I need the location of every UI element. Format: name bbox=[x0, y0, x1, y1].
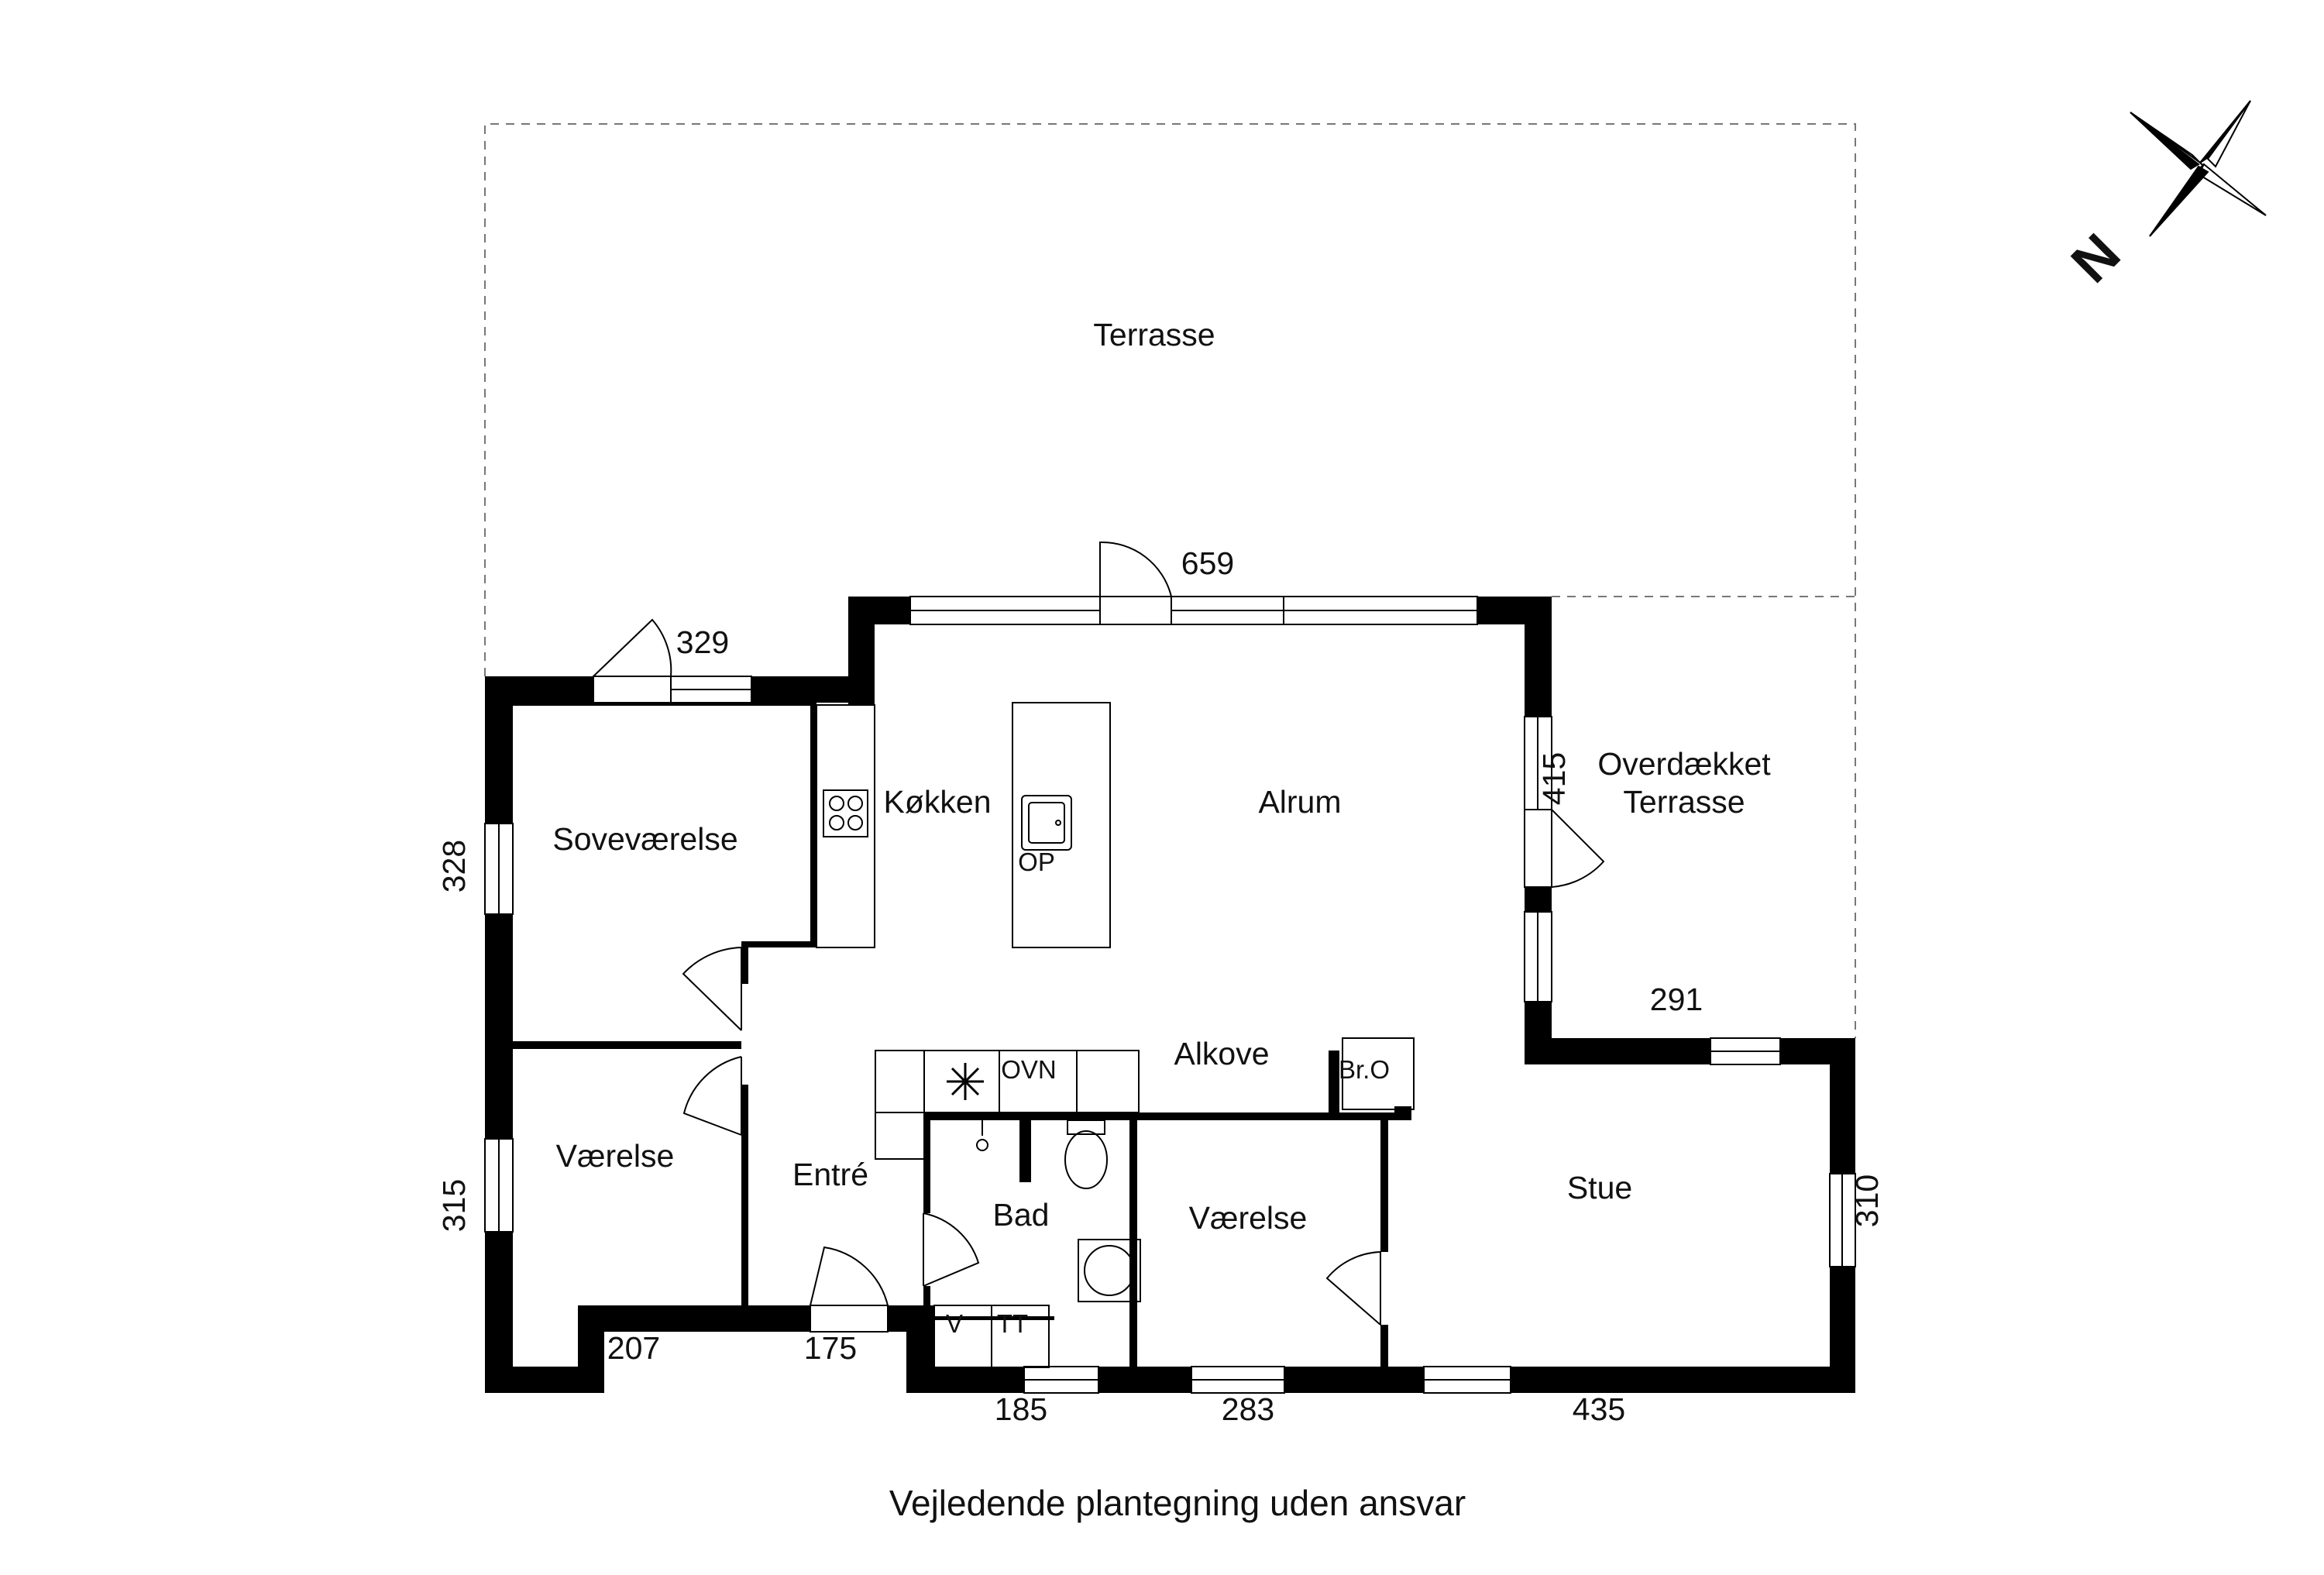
label-stue: Stue bbox=[1567, 1170, 1632, 1205]
label-alkove: Alkove bbox=[1174, 1036, 1269, 1071]
label-sovevaerelse: Soveværelse bbox=[552, 821, 737, 857]
cooktop-icon bbox=[823, 789, 868, 837]
label-boiler: Br.O bbox=[1339, 1055, 1390, 1084]
window bbox=[810, 1305, 889, 1333]
walls bbox=[485, 597, 1855, 1393]
alkove-counter bbox=[875, 1050, 1140, 1113]
shower-drain bbox=[976, 1139, 988, 1151]
dim-south-3: 185 bbox=[995, 1391, 1047, 1427]
dryer bbox=[991, 1305, 1050, 1368]
island-counter bbox=[1012, 702, 1111, 948]
label-vaerelse-south: Værelse bbox=[1189, 1200, 1308, 1236]
dim-top-bedroom: 329 bbox=[676, 624, 729, 660]
toilet-tank bbox=[1067, 1119, 1105, 1135]
label-overdaekket-line2: Terrasse bbox=[1623, 784, 1745, 820]
dim-south-2: 175 bbox=[804, 1330, 857, 1366]
compass-rose bbox=[2130, 100, 2267, 237]
label-entre: Entré bbox=[792, 1157, 868, 1192]
bathroom-fixtures bbox=[933, 1119, 1141, 1368]
dimension-labels: 659 329 415 291 328 315 310 207 175 185 … bbox=[436, 545, 1885, 1427]
dim-west-bedroom: 328 bbox=[436, 840, 472, 892]
dim-west-room: 315 bbox=[436, 1179, 472, 1232]
dim-east-stue: 310 bbox=[1849, 1174, 1885, 1227]
terrace-outline bbox=[484, 123, 1856, 1038]
caption: Vejledende plantegning uden ansvar bbox=[889, 1483, 1466, 1523]
toilet-bowl bbox=[1064, 1130, 1108, 1189]
dim-living-top: 291 bbox=[1650, 982, 1703, 1017]
label-terrasse: Terrasse bbox=[1093, 317, 1215, 352]
doors bbox=[593, 541, 1605, 1326]
dim-south-4: 283 bbox=[1222, 1391, 1274, 1427]
fixture-labels: OP OVN Br.O V TT bbox=[946, 848, 1390, 1338]
washbasin bbox=[1078, 1239, 1141, 1302]
label-koekken: Køkken bbox=[884, 784, 992, 820]
dim-south-1: 207 bbox=[607, 1330, 660, 1366]
boiler bbox=[1342, 1037, 1415, 1110]
compass-north-label: N bbox=[2060, 222, 2132, 294]
windows bbox=[484, 596, 1856, 1394]
sink-icon bbox=[1021, 795, 1072, 851]
room-labels: Terrasse Overdækket Terrasse Soveværelse… bbox=[552, 317, 1771, 1236]
label-alrum: Alrum bbox=[1258, 784, 1341, 820]
kitchen-fixtures bbox=[816, 702, 1415, 1160]
dim-top-main: 659 bbox=[1181, 545, 1234, 581]
label-dryer: TT bbox=[997, 1309, 1028, 1338]
label-oven: OVN bbox=[1001, 1055, 1057, 1084]
label-washer: V bbox=[946, 1309, 963, 1338]
label-overdaekket-line1: Overdækket bbox=[1597, 746, 1771, 782]
label-vaerelse-west: Værelse bbox=[556, 1138, 675, 1174]
dim-south-5: 435 bbox=[1573, 1391, 1625, 1427]
label-island: OP bbox=[1018, 848, 1055, 876]
label-bad: Bad bbox=[993, 1197, 1050, 1233]
dim-east-living: 415 bbox=[1536, 752, 1572, 805]
snowflake-icon bbox=[947, 1063, 984, 1100]
kitchen-counter bbox=[816, 704, 875, 948]
